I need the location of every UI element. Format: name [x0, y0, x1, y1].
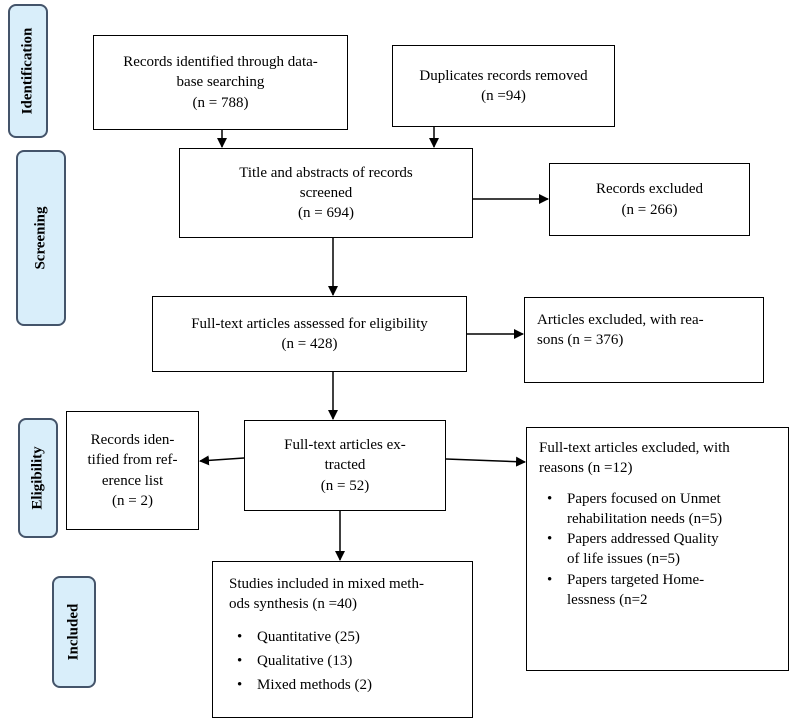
box-fulltext-extracted: Full-text articles ex- tracted (n = 52) [244, 420, 446, 511]
box-line: (n =94) [481, 88, 526, 104]
box-line: Full-text articles excluded, with [539, 440, 730, 456]
list-item-line: lessness (n=2 [567, 591, 648, 608]
box-line: Full-text articles ex- [284, 437, 406, 454]
box-fulltext-excluded: Full-text articles excluded, with reason… [526, 427, 789, 671]
box-fulltext-assessed: Full-text articles assessed for eligibil… [152, 296, 467, 372]
box-line: tracted [324, 457, 366, 474]
phase-included: Included [52, 576, 96, 688]
box-line: (n = 2) [112, 492, 153, 509]
box-line: (n = 266) [621, 201, 678, 218]
box-reference-list: Records iden- tified from ref- erence li… [66, 411, 199, 530]
box-duplicates-removed: Duplicates records removed (n =94) [392, 45, 615, 127]
box-line: (n = 52) [320, 477, 370, 494]
list-item-line: Mixed methods (2) [257, 677, 372, 693]
list-item: Papers targeted Home- lessness (n=2 [539, 570, 780, 611]
phase-eligibility: Eligibility [18, 418, 58, 538]
box-line: Records excluded [595, 181, 704, 198]
list-item: Quantitative (25) [229, 627, 464, 648]
list-item-line: Quantitative (25) [257, 628, 360, 645]
included-studies-list: Quantitative (25) Qualitative (13) Mixed… [229, 627, 464, 696]
list-item-line: rehabilitation needs (n=5) [567, 510, 723, 527]
phase-identification: Identification [8, 4, 48, 138]
box-line: Studies included in mixed meth- [229, 576, 424, 592]
arrow-extracted-to-fulltext-excluded [445, 456, 526, 467]
list-item: Papers addressed Quality of life issues … [539, 529, 780, 570]
list-item: Qualitative (13) [229, 651, 464, 672]
box-records-excluded: Records excluded (n = 266) [549, 163, 750, 236]
box-line: sons (n = 376) [537, 332, 624, 349]
box-records-identified: Records identified through data- base se… [93, 35, 348, 130]
box-line: (n = 428) [281, 336, 338, 352]
box-studies-included: Studies included in mixed meth- ods synt… [212, 561, 473, 718]
box-line: Full-text articles assessed for eligibil… [191, 315, 428, 332]
box-line: (n = 694) [298, 205, 354, 222]
list-item: Papers focused on Unmet rehabilitation n… [539, 489, 780, 530]
exclusion-reasons-list: Papers focused on Unmet rehabilitation n… [539, 489, 780, 611]
box-articles-excluded: Articles excluded, with rea- sons (n = 3… [524, 297, 764, 383]
box-line: Records identified through data- [123, 54, 318, 71]
box-records-screened: Title and abstracts of records screened … [179, 148, 473, 238]
box-line: Records iden- [90, 432, 175, 448]
box-line: (n = 788) [192, 94, 249, 111]
list-item-line: Papers addressed Quality [567, 531, 719, 547]
list-item: Mixed methods (2) [229, 675, 464, 696]
box-line: base searching [176, 74, 265, 91]
box-line: ods synthesis (n =40) [229, 596, 358, 613]
list-item-line: Qualitative (13) [257, 652, 353, 669]
arrow-extracted-to-reference-list [199, 455, 245, 466]
box-line: screened [299, 184, 353, 201]
box-line: Title and abstracts of records [239, 164, 413, 181]
box-line: Articles excluded, with rea- [537, 312, 704, 328]
box-line: Duplicates records removed [419, 67, 588, 84]
list-item-line: Papers focused on Unmet [567, 490, 721, 507]
box-line: erence list [101, 472, 164, 489]
phase-screening: Screening [16, 150, 66, 326]
box-line: tified from ref- [87, 452, 178, 469]
list-item-line: Papers targeted Home- [567, 571, 705, 588]
box-line: reasons (n =12) [539, 460, 633, 477]
list-item-line: of life issues (n=5) [567, 551, 681, 568]
